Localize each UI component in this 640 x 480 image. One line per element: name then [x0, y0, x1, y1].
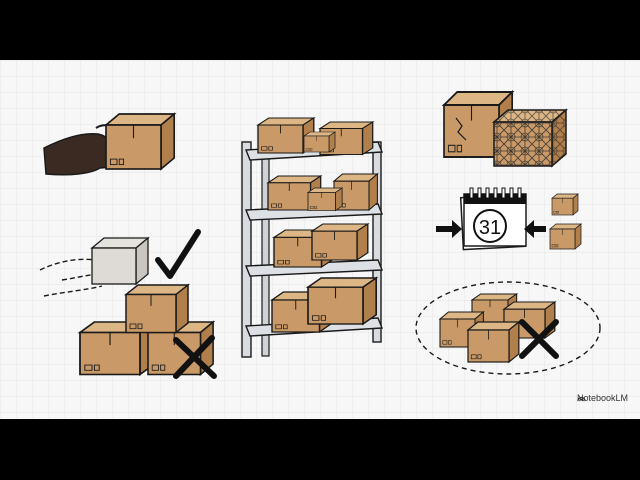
dashed-zone	[415, 281, 601, 375]
check-icon	[155, 229, 201, 279]
damaged-box	[443, 91, 514, 158]
x-icon-right	[519, 319, 559, 359]
notebooklm-watermark: NotebookLM	[577, 393, 628, 403]
shelving-unit	[241, 117, 384, 358]
calendar-icon	[459, 187, 527, 251]
notebooklm-logo-icon	[577, 396, 586, 402]
watermark-text: NotebookLM	[576, 393, 628, 403]
arrow-icon	[436, 220, 462, 238]
calendar-day: 31	[479, 217, 501, 239]
hand-holding-box-icon	[43, 113, 176, 176]
illustration-canvas: 31 NotebookLM	[0, 60, 640, 419]
arrow-left-icon	[524, 220, 546, 238]
spider-web-icon	[491, 108, 569, 168]
x-icon	[173, 335, 217, 379]
hand-holding-grey-box-icon	[39, 237, 149, 297]
